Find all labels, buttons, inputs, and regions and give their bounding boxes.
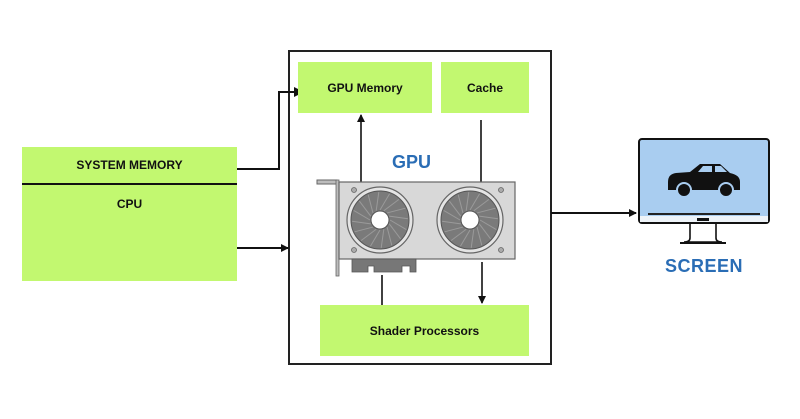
graphics-card-icon <box>316 179 516 277</box>
fan-blade <box>386 226 393 246</box>
cache-label: Cache <box>466 80 504 95</box>
car-icon <box>668 164 740 198</box>
gpu-memory-label: GPU Memory <box>327 80 403 95</box>
fan-blade <box>469 193 481 211</box>
fan-blade <box>354 226 374 233</box>
fan-blade <box>450 228 467 242</box>
shader-processors-block: Shader Processors <box>320 305 529 356</box>
fan-blade <box>375 191 380 211</box>
block-divider <box>22 183 237 185</box>
fan-blade <box>383 198 400 212</box>
fan-blade <box>448 200 462 217</box>
fan-blade <box>389 219 407 231</box>
fan-blade <box>379 193 391 211</box>
fan-blade <box>360 228 377 242</box>
gpu-container-box <box>288 50 552 365</box>
fan-blade <box>470 229 475 249</box>
fan-blade <box>476 226 483 246</box>
fan-blade <box>389 215 409 220</box>
fan-blade <box>380 229 385 249</box>
fan-blade <box>478 223 492 240</box>
fan-blade <box>441 220 461 225</box>
fan-blade <box>369 229 381 247</box>
fan-blade <box>358 200 372 217</box>
fan-blade <box>479 215 499 220</box>
fan-blade <box>479 219 497 231</box>
fan-blade <box>444 226 464 233</box>
fan-blade <box>388 223 402 240</box>
shader-processors-label: Shader Processors <box>369 323 480 338</box>
fan-blade <box>443 209 461 221</box>
fan-blade <box>351 220 371 225</box>
fan-right <box>436 186 504 254</box>
gpu-memory-block: GPU Memory <box>298 62 432 113</box>
gpu-title: GPU <box>392 152 432 172</box>
fan-blade <box>473 198 490 212</box>
system-memory-label: SYSTEM MEMORY <box>76 158 183 172</box>
cpu-system-memory-block: SYSTEM MEMORY CPU <box>22 147 237 281</box>
fan-blade <box>353 209 371 221</box>
cache-block: Cache <box>441 62 529 113</box>
fan-blade <box>367 194 374 214</box>
sysmem-to-gpumem-arrow <box>237 87 304 170</box>
fan-left <box>346 186 414 254</box>
cpu-label: CPU <box>116 197 143 211</box>
screen-label: SCREEN <box>665 256 744 276</box>
fan-blade <box>476 207 496 214</box>
fan-blade <box>386 207 406 214</box>
monitor-icon <box>638 138 770 244</box>
fan-blade <box>459 229 471 247</box>
fan-blade <box>465 191 470 211</box>
fan-blade <box>457 194 464 214</box>
